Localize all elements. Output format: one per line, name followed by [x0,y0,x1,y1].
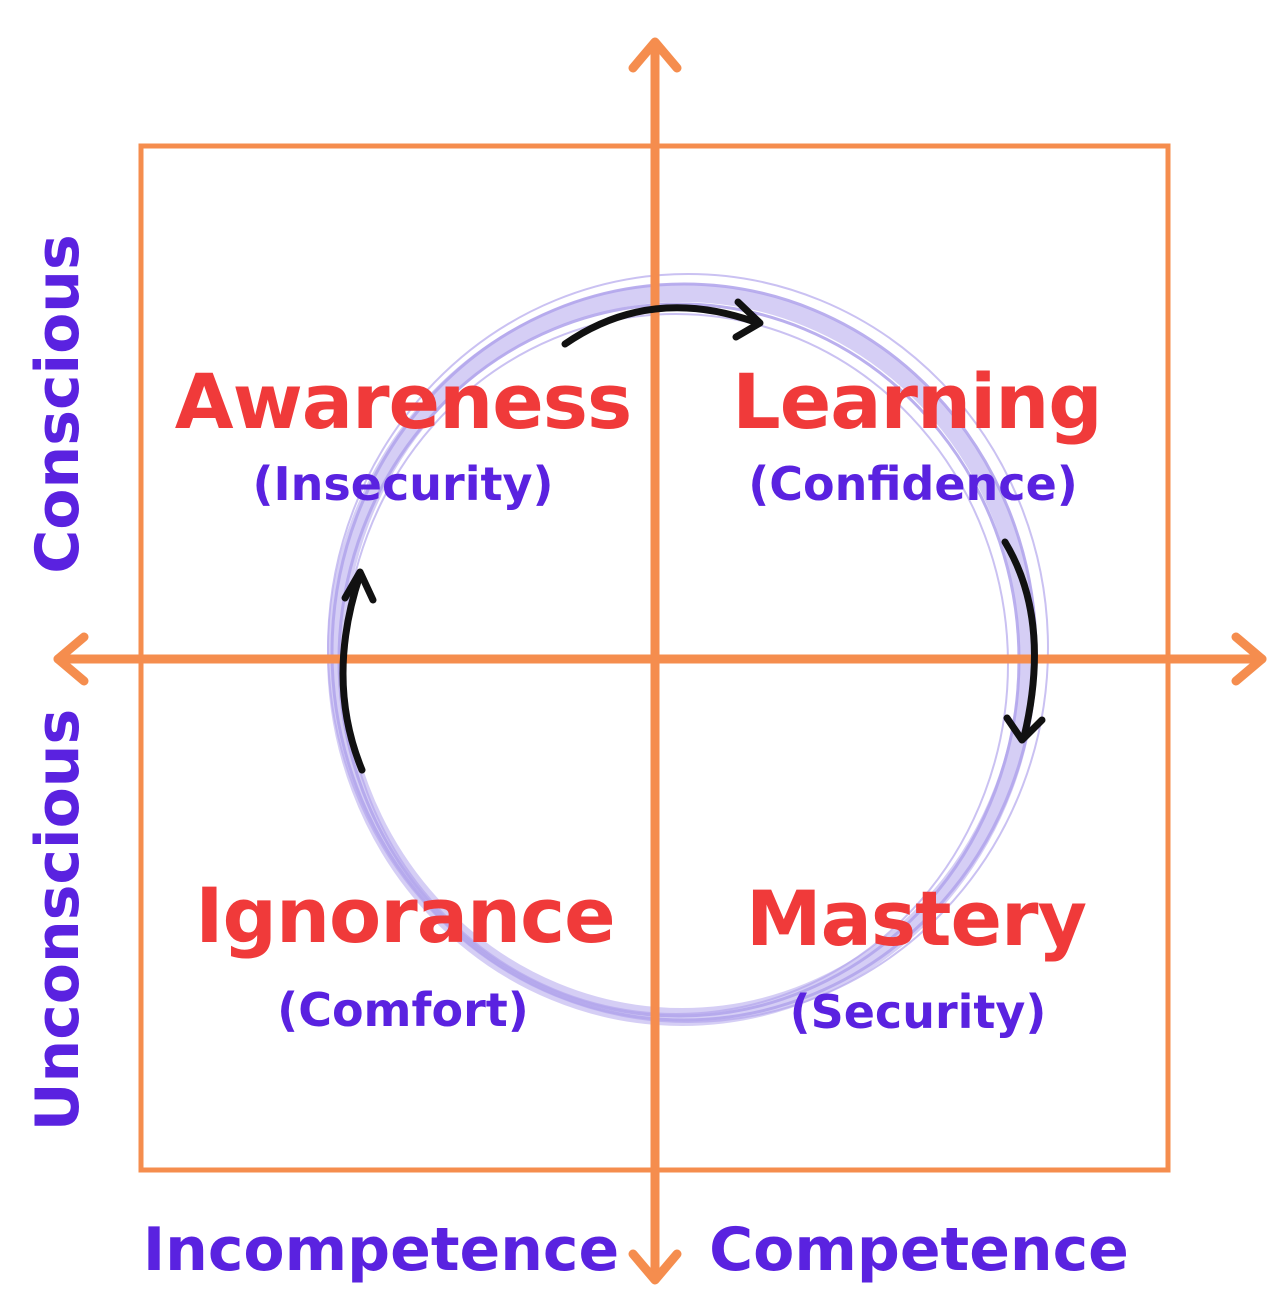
cycle-arrow-left [339,571,366,774]
axis-label-incompetence: Incompetence [143,1215,619,1285]
quadrant-subtitle-insecurity: (Insecurity) [253,457,554,511]
left-arrow-icon [53,632,89,686]
cycle-arrow-top-head-icon [732,298,764,341]
quadrant-title-learning: Learning [732,357,1101,446]
cycle-arrow-top [561,304,759,348]
cycle-arrow-left-head-icon [341,568,377,604]
up-arrow-icon [628,37,682,73]
axis-label-competence: Competence [709,1215,1129,1285]
quadrant-subtitle-security: (Security) [790,985,1047,1039]
down-arrow-icon [628,1249,682,1285]
axis-label-unconscious: Unconscious [23,709,93,1131]
quadrant-subtitle-confidence: (Confidence) [748,457,1078,511]
horizontal-axis [53,632,1267,686]
quadrant-subtitle-comfort: (Comfort) [277,983,529,1037]
cycle-arrows [339,298,1046,774]
cycle-arrow-right [1001,538,1038,741]
quadrant-title-ignorance: Ignorance [195,871,614,960]
quadrant-title-awareness: Awareness [175,357,631,446]
axis-label-conscious: Conscious [23,234,93,573]
quadrant-title-mastery: Mastery [746,874,1087,963]
cycle-arrow-right-head-icon [1003,714,1046,744]
right-arrow-icon [1231,632,1267,686]
